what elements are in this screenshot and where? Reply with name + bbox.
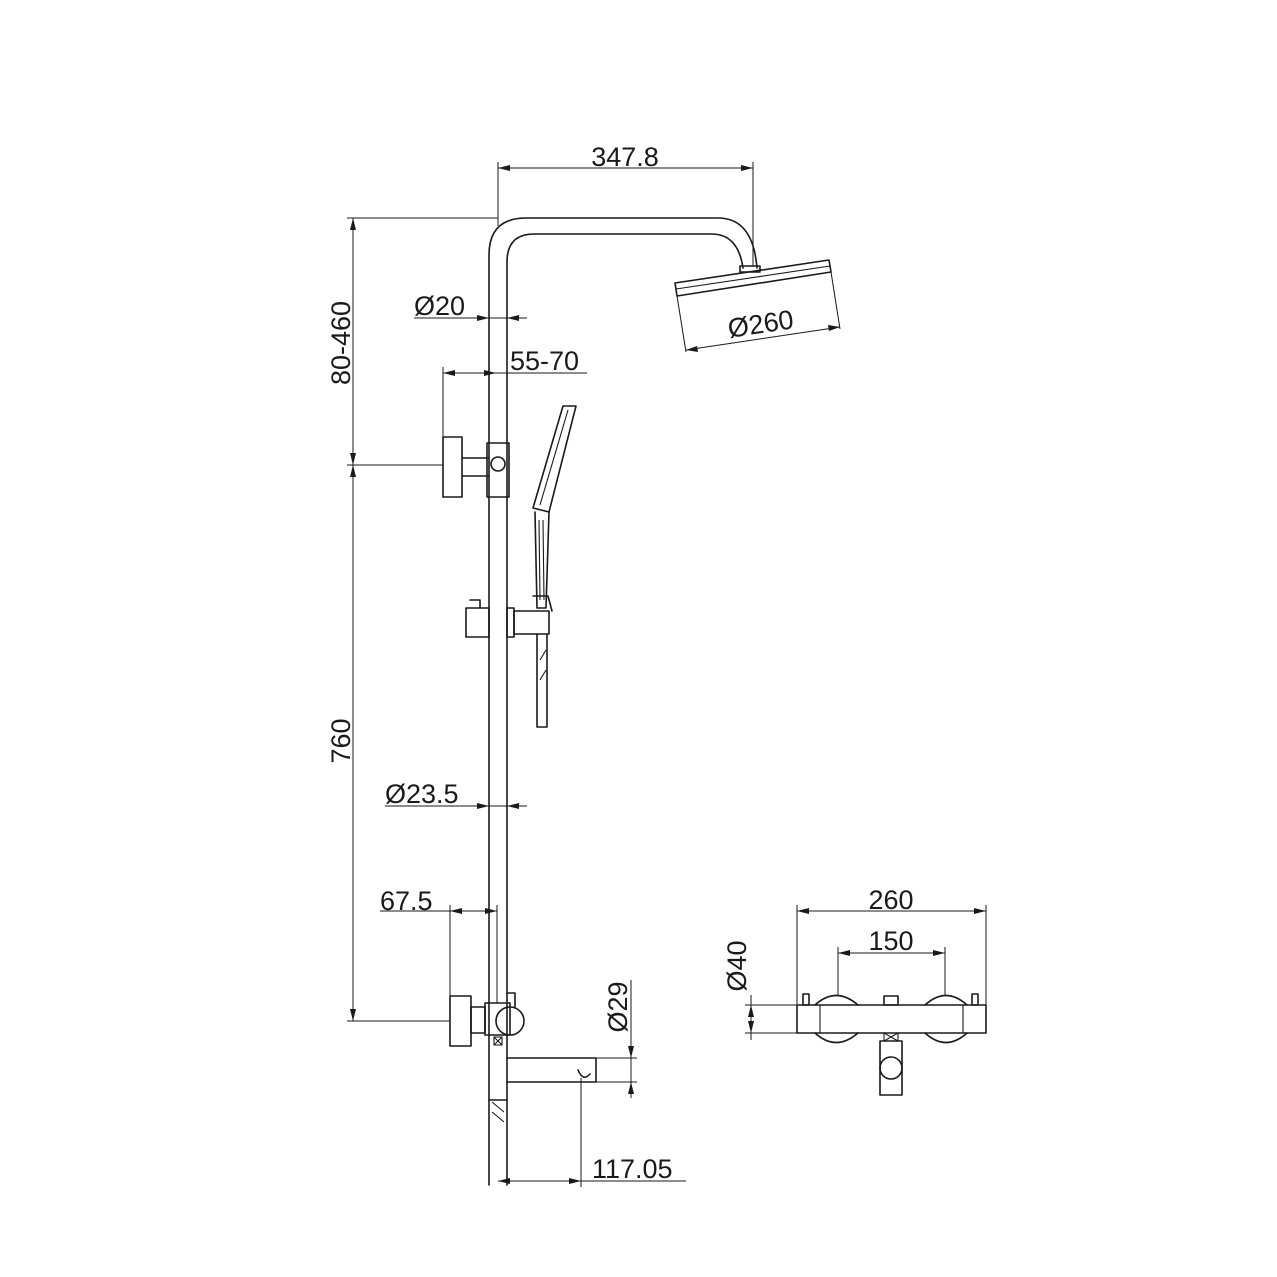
label-arm-length: 347.8 — [591, 142, 659, 172]
label-mixer-centers: 150 — [868, 926, 913, 956]
bath-spout — [488, 1057, 597, 1123]
label-spout-length: 117.05 — [592, 1154, 673, 1184]
label-arm-height-range: 80-460 — [326, 301, 356, 385]
label-bracket-offset-lower: 67.5 — [380, 886, 433, 916]
label-mixer-width: 260 — [868, 885, 913, 915]
shower-column — [442, 217, 832, 1186]
label-rail-length: 760 — [326, 718, 356, 763]
mixer-dimension-lines — [745, 905, 987, 1040]
hand-shower — [532, 405, 577, 728]
dimension-lines — [347, 162, 841, 1187]
riser-arm-outer — [488, 217, 758, 1186]
label-head-diameter: Ø260 — [726, 304, 796, 343]
label-bracket-offset-upper: 55-70 — [510, 346, 579, 376]
label-pipe-lower-diameter: Ø23.5 — [385, 779, 459, 809]
mixer-front-view — [796, 993, 987, 1096]
slide-holder — [465, 595, 553, 638]
riser-arm-inner — [506, 233, 744, 1186]
mixer-side — [449, 992, 525, 1047]
label-mixer-body-diameter: Ø40 — [722, 940, 752, 991]
upper-wall-bracket — [442, 436, 510, 498]
label-spout-diameter: Ø29 — [603, 981, 633, 1032]
label-pipe-upper-diameter: Ø20 — [414, 291, 465, 321]
